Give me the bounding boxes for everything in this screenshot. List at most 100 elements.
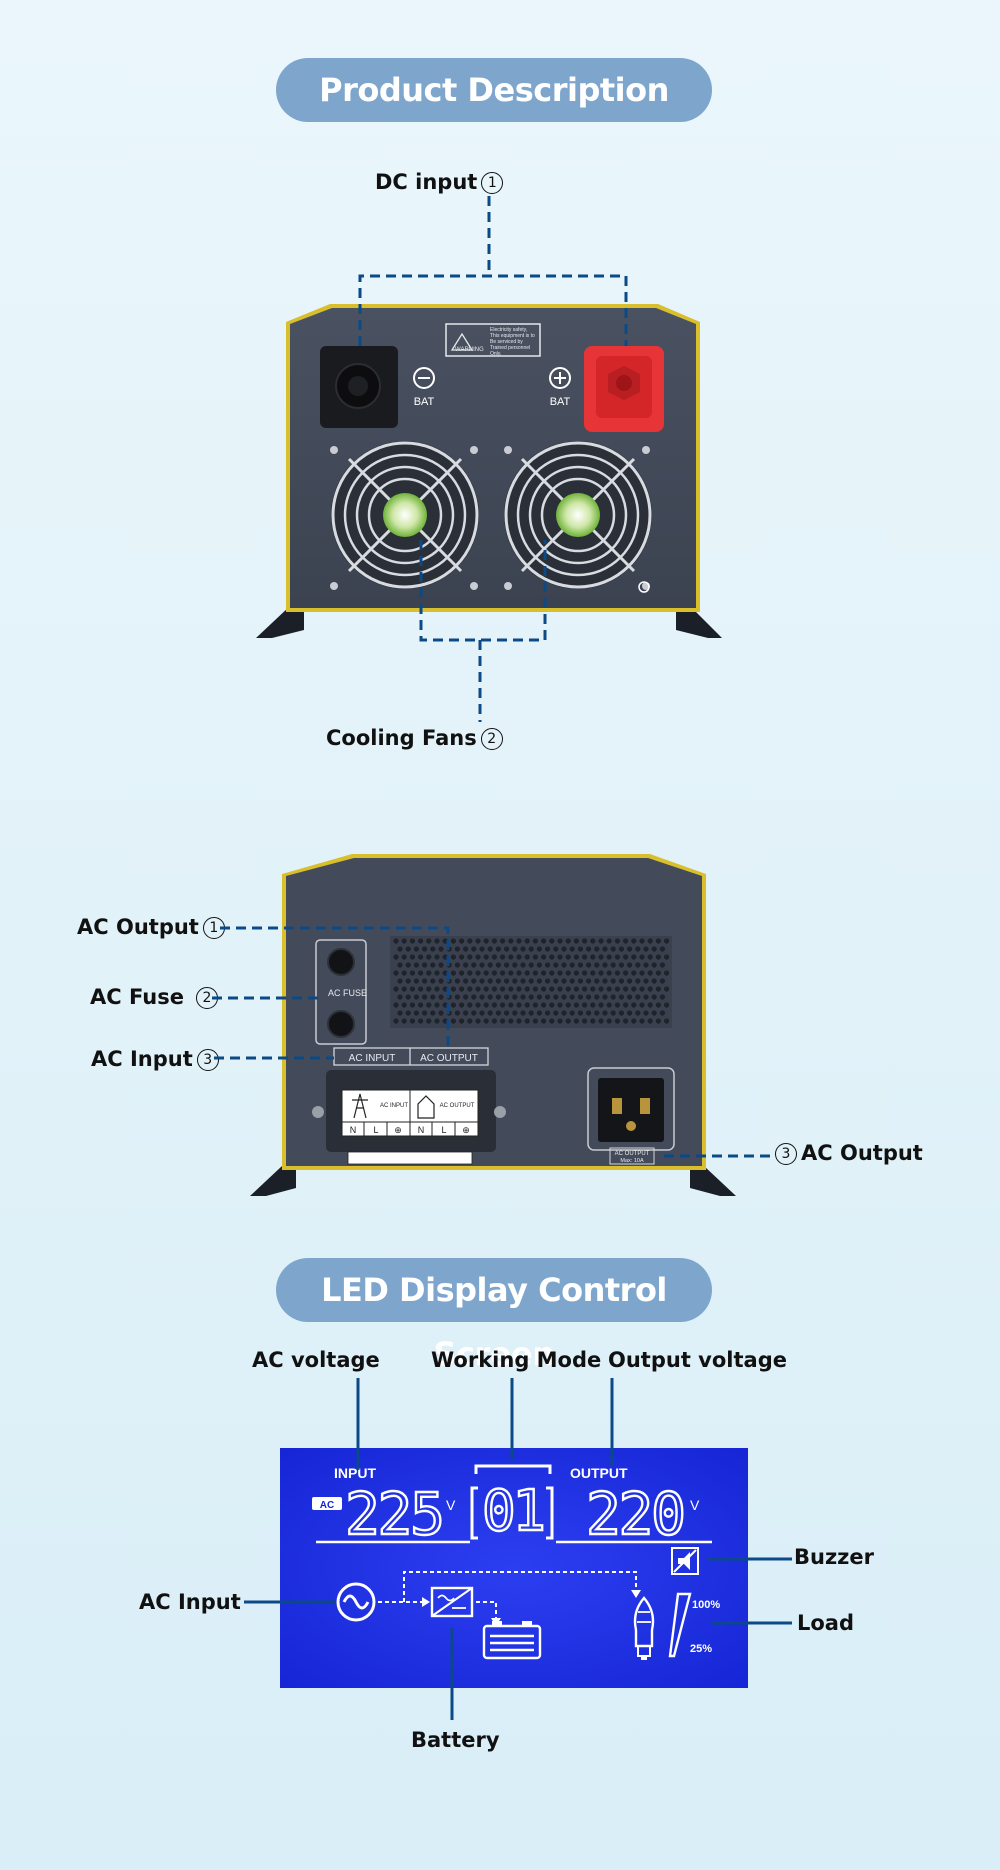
vent-hole	[430, 946, 436, 952]
vent-hole	[623, 986, 629, 992]
ac-sine-icon	[336, 1582, 376, 1622]
vent-hole	[602, 1010, 608, 1016]
vent-hole	[598, 938, 604, 944]
vent-hole	[426, 1018, 432, 1024]
lcd-output-unit: V	[690, 1497, 700, 1513]
vent-hole	[536, 946, 543, 952]
vent-hole	[573, 954, 580, 960]
vent-hole	[606, 954, 612, 960]
tag-ac-output: AC OUTPUT	[420, 1053, 478, 1064]
vent-hole	[487, 946, 493, 952]
vent-hole	[500, 970, 506, 976]
vent-hole	[397, 962, 403, 968]
vent-hole	[545, 994, 551, 1000]
terminal-n-1: N	[350, 1125, 357, 1135]
vent-hole	[557, 938, 563, 944]
vent-hole	[655, 970, 662, 976]
vent-hole	[413, 994, 419, 1000]
vent-hole	[565, 1018, 571, 1024]
vent-hole	[409, 1002, 415, 1008]
vent-hole	[520, 994, 526, 1000]
vent-hole	[491, 1018, 497, 1024]
warning-line-5: Only.	[490, 351, 501, 357]
vent-hole	[516, 938, 522, 944]
vent-hole	[418, 986, 424, 992]
vent-hole	[614, 1018, 621, 1024]
vent-hole	[586, 978, 592, 984]
vent-hole	[434, 938, 440, 944]
vent-hole	[627, 994, 633, 1000]
vent-hole	[545, 1010, 551, 1016]
vent-hole	[618, 962, 625, 968]
vent-hole	[639, 954, 645, 960]
warning-line-1: Electricity safety,	[490, 327, 527, 333]
vent-hole	[463, 978, 469, 984]
vent-hole	[483, 1018, 489, 1024]
vent-hole	[516, 1018, 522, 1024]
inverter-front-panel-illustration: WARNING Electricity safety, This equipme…	[256, 196, 722, 722]
vent-hole	[532, 1018, 539, 1024]
vent-hole	[467, 970, 473, 976]
terminal-n-2: N	[418, 1125, 425, 1135]
vent-hole	[602, 962, 608, 968]
vent-hole	[413, 962, 419, 968]
vent-hole	[631, 986, 637, 992]
vent-hole	[393, 938, 399, 944]
vent-hole	[500, 938, 506, 944]
vent-hole	[508, 938, 514, 944]
vent-hole	[454, 1010, 460, 1016]
vent-hole	[549, 954, 555, 960]
vent-hole	[475, 954, 481, 960]
vent-hole	[487, 978, 493, 984]
vent-hole	[471, 1010, 477, 1016]
vent-hole	[623, 938, 629, 944]
vent-hole	[495, 978, 501, 984]
warning-line-4: Trained personnel	[490, 345, 530, 351]
vent-hole	[623, 1018, 629, 1024]
plus-symbol-icon	[549, 367, 571, 389]
vent-hole	[614, 1002, 621, 1008]
vent-hole	[577, 1010, 584, 1016]
ac-fuse-panel: AC FUSE	[315, 939, 367, 1045]
vent-hole	[516, 954, 522, 960]
vent-hole	[655, 938, 662, 944]
vent-hole	[618, 978, 625, 984]
vent-hole	[606, 1002, 612, 1008]
vent-hole	[594, 962, 600, 968]
vent-hole	[553, 978, 559, 984]
inverter-back-panel-illustration: AC FUSE AC INPUT AC OUTPUT AC INPUT AC O…	[212, 854, 776, 1196]
vent-hole	[504, 1010, 510, 1016]
vent-hole	[541, 970, 547, 976]
vent-hole	[623, 1002, 629, 1008]
vent-hole	[573, 1018, 580, 1024]
vent-hole	[393, 1002, 399, 1008]
vent-hole	[491, 970, 497, 976]
vent-hole	[557, 1018, 563, 1024]
vent-hole	[590, 986, 596, 992]
vent-hole	[664, 970, 670, 976]
vent-hole	[532, 1002, 539, 1008]
vent-hole	[475, 1018, 481, 1024]
vent-hole	[471, 994, 477, 1000]
vent-hole	[598, 1018, 604, 1024]
vent-hole	[582, 970, 588, 976]
ac-output-socket: AC OUTPUT Max: 10A	[587, 1067, 675, 1165]
vent-hole	[541, 1018, 547, 1024]
vent-hole	[438, 994, 444, 1000]
vent-hole	[520, 1010, 526, 1016]
vent-hole	[520, 946, 526, 952]
vent-hole	[536, 994, 543, 1000]
minus-symbol-icon	[413, 367, 435, 389]
vent-hole	[495, 946, 501, 952]
vent-hole	[582, 1018, 588, 1024]
vent-hole	[516, 970, 522, 976]
vent-hole	[565, 986, 571, 992]
vent-hole	[664, 1002, 670, 1008]
vent-hole	[631, 1018, 637, 1024]
lcd-mode-brackets	[470, 1464, 554, 1540]
vent-hole	[426, 938, 432, 944]
vent-hole	[430, 994, 436, 1000]
vent-hole	[577, 946, 584, 952]
vent-hole	[463, 1010, 469, 1016]
vent-hole	[623, 970, 629, 976]
